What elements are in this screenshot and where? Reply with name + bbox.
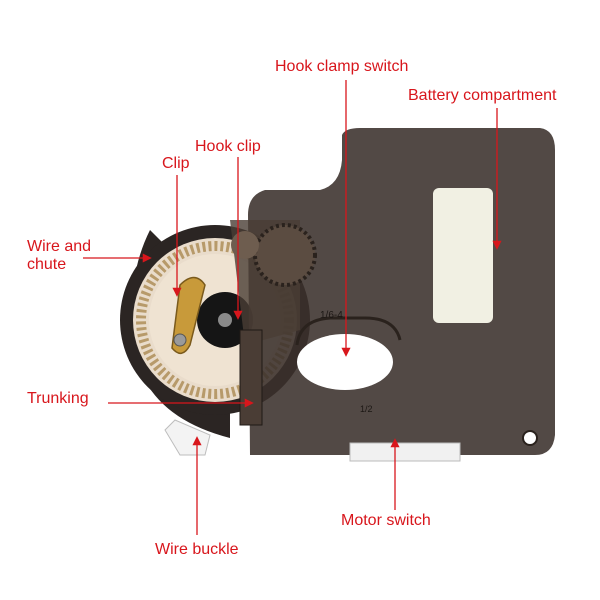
label-wire-and-chute-line2: chute bbox=[27, 256, 67, 273]
label-motor-switch: Motor switch bbox=[341, 512, 431, 529]
label-hook-clamp-switch: Hook clamp switch bbox=[275, 58, 409, 75]
callout-arrows bbox=[83, 80, 502, 535]
device-body: 1/6-4 1/2 bbox=[230, 128, 555, 462]
svg-text:1/6-4: 1/6-4 bbox=[320, 310, 343, 321]
label-wire-and-chute: Wire and chute bbox=[27, 238, 117, 274]
label-clip: Clip bbox=[162, 155, 190, 172]
label-battery-compartment: Battery compartment bbox=[408, 87, 557, 104]
label-trunking: Trunking bbox=[27, 390, 89, 407]
svg-text:1/2: 1/2 bbox=[360, 404, 373, 414]
wire-buckle bbox=[164, 419, 211, 456]
label-wire-buckle: Wire buckle bbox=[155, 541, 239, 558]
label-hook-clip: Hook clip bbox=[195, 138, 261, 155]
label-wire-and-chute-line1: Wire and bbox=[27, 238, 92, 255]
